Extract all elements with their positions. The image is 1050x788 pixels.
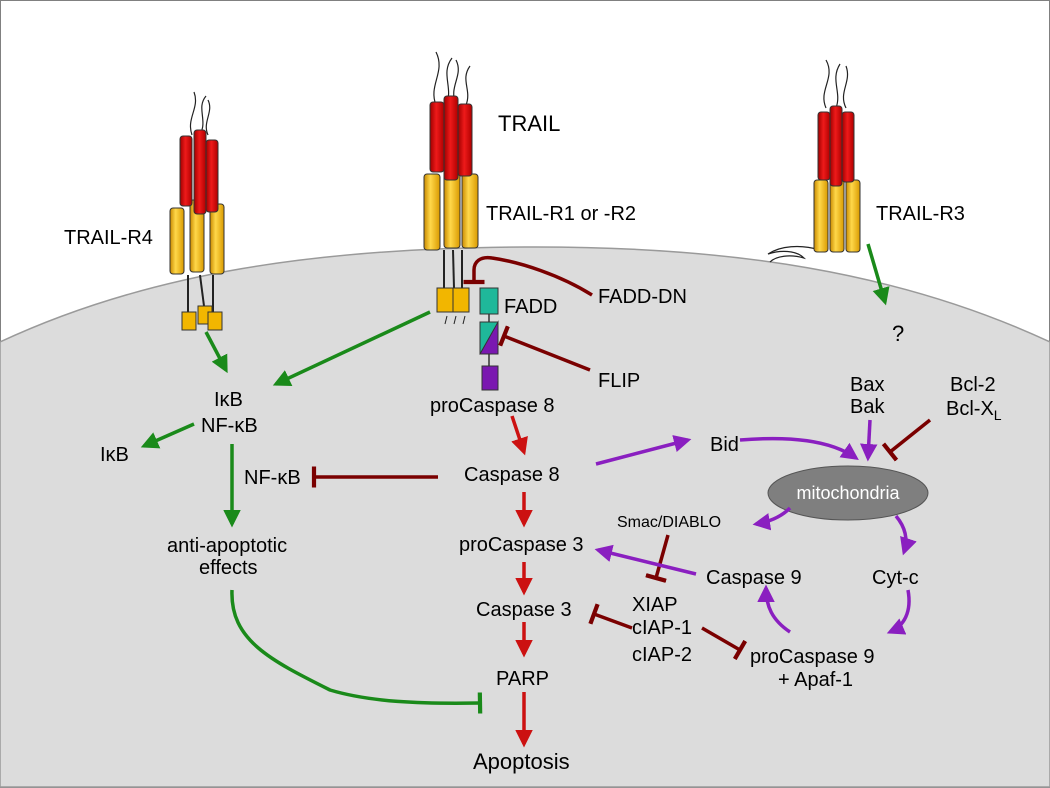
fadd-dn-label: FADD-DN [598, 286, 687, 308]
caspase8-label: Caspase 8 [464, 464, 560, 486]
mitochondria-label: mitochondria [796, 483, 900, 503]
trail-r3-receptor [767, 59, 861, 263]
anti-apoptotic-label-2: effects [199, 557, 258, 579]
trail-r3-label: TRAIL-R3 [876, 203, 965, 225]
caspase-arrows [510, 415, 533, 748]
anti-apoptotic-label-1: anti-apoptotic [167, 535, 287, 557]
ciap2-label: cIAP-2 [632, 644, 692, 666]
xiap-label: XIAP [632, 594, 678, 616]
ikb-released-label: IκB [100, 444, 129, 466]
bax-label: Bax [850, 374, 884, 396]
smac-diablo-label: Smac/DIABLO [617, 514, 721, 531]
ciap1-label: cIAP-1 [632, 617, 692, 639]
procaspase8-label: proCaspase 8 [430, 395, 555, 417]
bid-label: Bid [710, 434, 739, 456]
apaf1-label: + Apaf-1 [778, 669, 853, 691]
trail-r4-receptor [169, 91, 225, 331]
nfkb-inhibited-label: NF-κB [244, 467, 301, 489]
mito-arrows [594, 419, 917, 635]
fadd-label: FADD [504, 296, 557, 318]
trail-r1-r2-label: TRAIL-R1 or -R2 [486, 203, 636, 225]
parp-label: PARP [496, 668, 549, 690]
caspase3-label: Caspase 3 [476, 599, 572, 621]
procaspase9-label: proCaspase 9 [750, 646, 875, 668]
green-arrows [140, 243, 890, 714]
bcl2-label: Bcl-2 [950, 374, 996, 396]
apoptosis-label: Apoptosis [473, 749, 570, 774]
trail-r1-r2-receptor [423, 51, 479, 325]
caspase9-label: Caspase 9 [706, 567, 802, 589]
bak-label: Bak [850, 396, 885, 418]
procaspase3-label: proCaspase 3 [459, 534, 584, 556]
trail-r4-label: TRAIL-R4 [64, 227, 153, 249]
mitochondria-shape [767, 465, 929, 521]
bclxl-label: Bcl-XL [946, 398, 1002, 423]
ikb-label: IκB [214, 389, 243, 411]
inhibition-lines [311, 255, 932, 661]
trail-label: TRAIL [498, 111, 560, 136]
nfkb-label: NF-κB [201, 415, 258, 437]
cytc-label: Cyt-c [872, 567, 919, 589]
fadd-caspase8-stack [479, 287, 499, 391]
flip-label: FLIP [598, 370, 640, 392]
unknown-signal-label: ? [892, 321, 904, 346]
